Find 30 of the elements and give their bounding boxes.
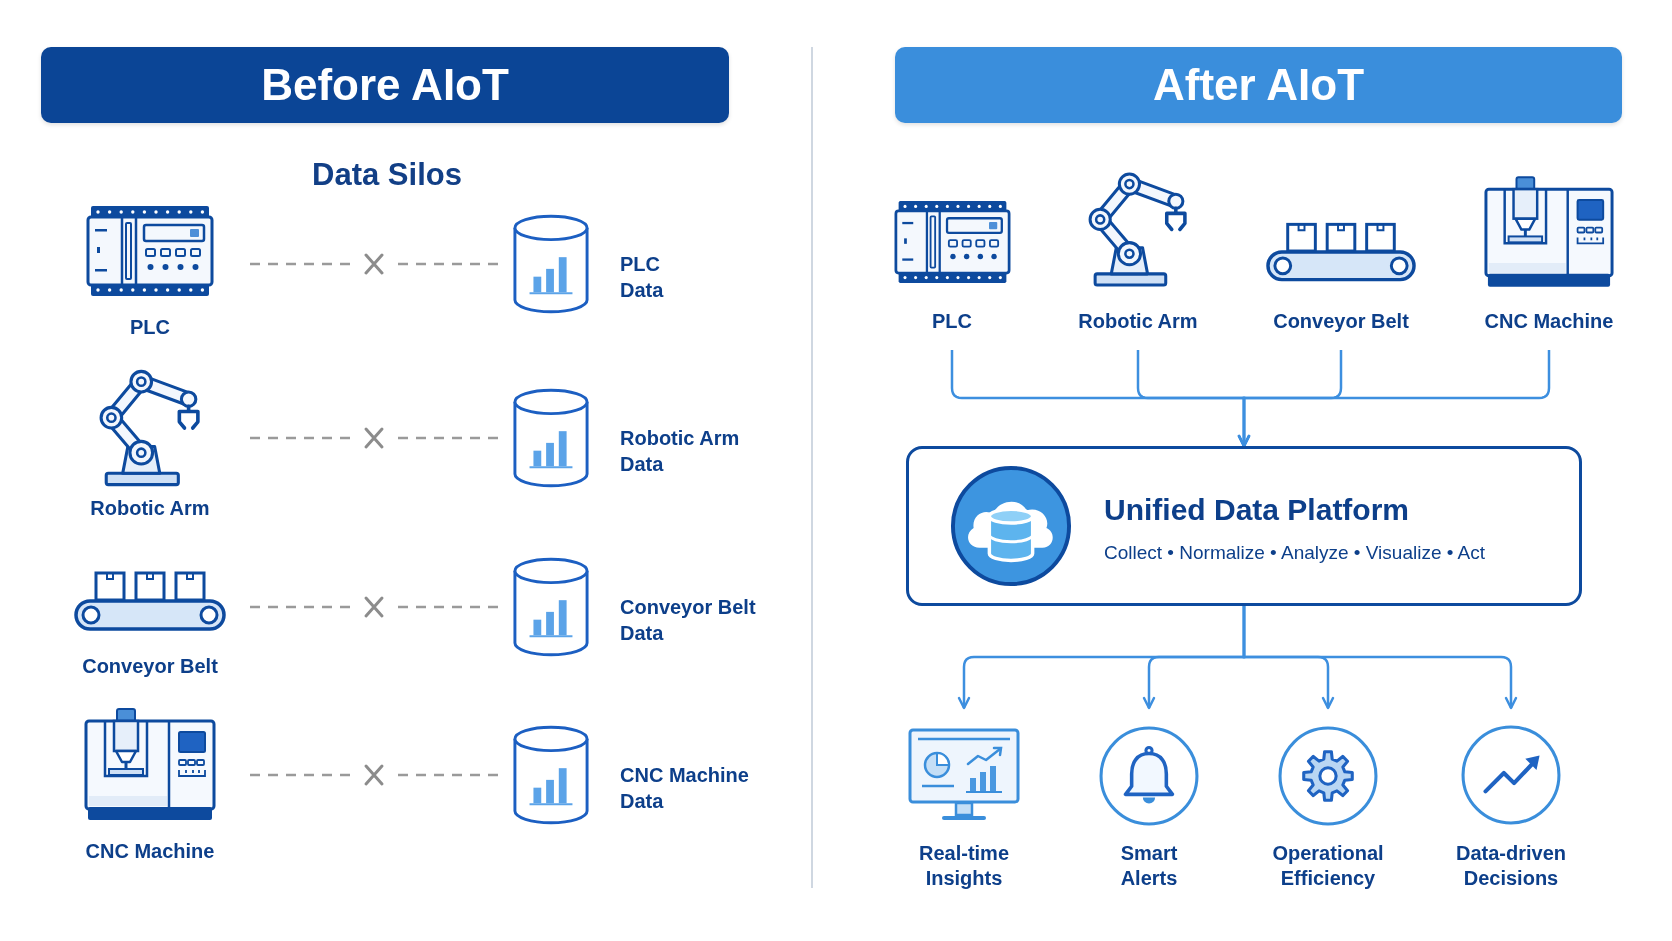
outcome-label: Smart Alerts [1120, 841, 1178, 891]
data-source-label: Conveyor Belt Data [620, 595, 756, 646]
device-label: PLC [932, 309, 972, 334]
arrow [1237, 350, 1551, 448]
outcome-label: Real-time Insights [919, 841, 1009, 891]
outcome-label: Data-driven Decisions [1456, 841, 1566, 891]
platform-title: Unified Data Platform [1104, 491, 1410, 528]
platform-steps: Collect • Normalize • Analyze • Visualize • Act [1104, 540, 1486, 565]
dashed-connector [250, 262, 498, 266]
device-label: PLC [130, 315, 170, 340]
dashed-connector [250, 773, 498, 777]
arrow [1242, 606, 1518, 710]
header-banner [895, 47, 1622, 123]
header-title: After AIoT [1153, 59, 1364, 111]
header-banner [41, 47, 729, 123]
device-label: CNC Machine [85, 839, 215, 864]
device-label: CNC Machine [1484, 309, 1614, 334]
section-heading: Data Silos [312, 156, 462, 194]
dashed-connector [250, 605, 498, 609]
data-source-label: CNC Machine Data [620, 763, 749, 814]
device-label: Conveyor Belt [1273, 309, 1409, 334]
device-label: Robotic Arm [1078, 309, 1198, 334]
data-source-label: Robotic Arm Data [620, 426, 740, 477]
outcome-label: Operational Efficiency [1272, 841, 1384, 891]
dashed-connector [250, 436, 498, 440]
header-title: Before AIoT [261, 59, 509, 111]
data-source-label: PLC Data [620, 252, 664, 303]
platform-box [906, 446, 1582, 606]
device-label: Conveyor Belt [82, 654, 218, 679]
device-label: Robotic Arm [90, 496, 210, 521]
